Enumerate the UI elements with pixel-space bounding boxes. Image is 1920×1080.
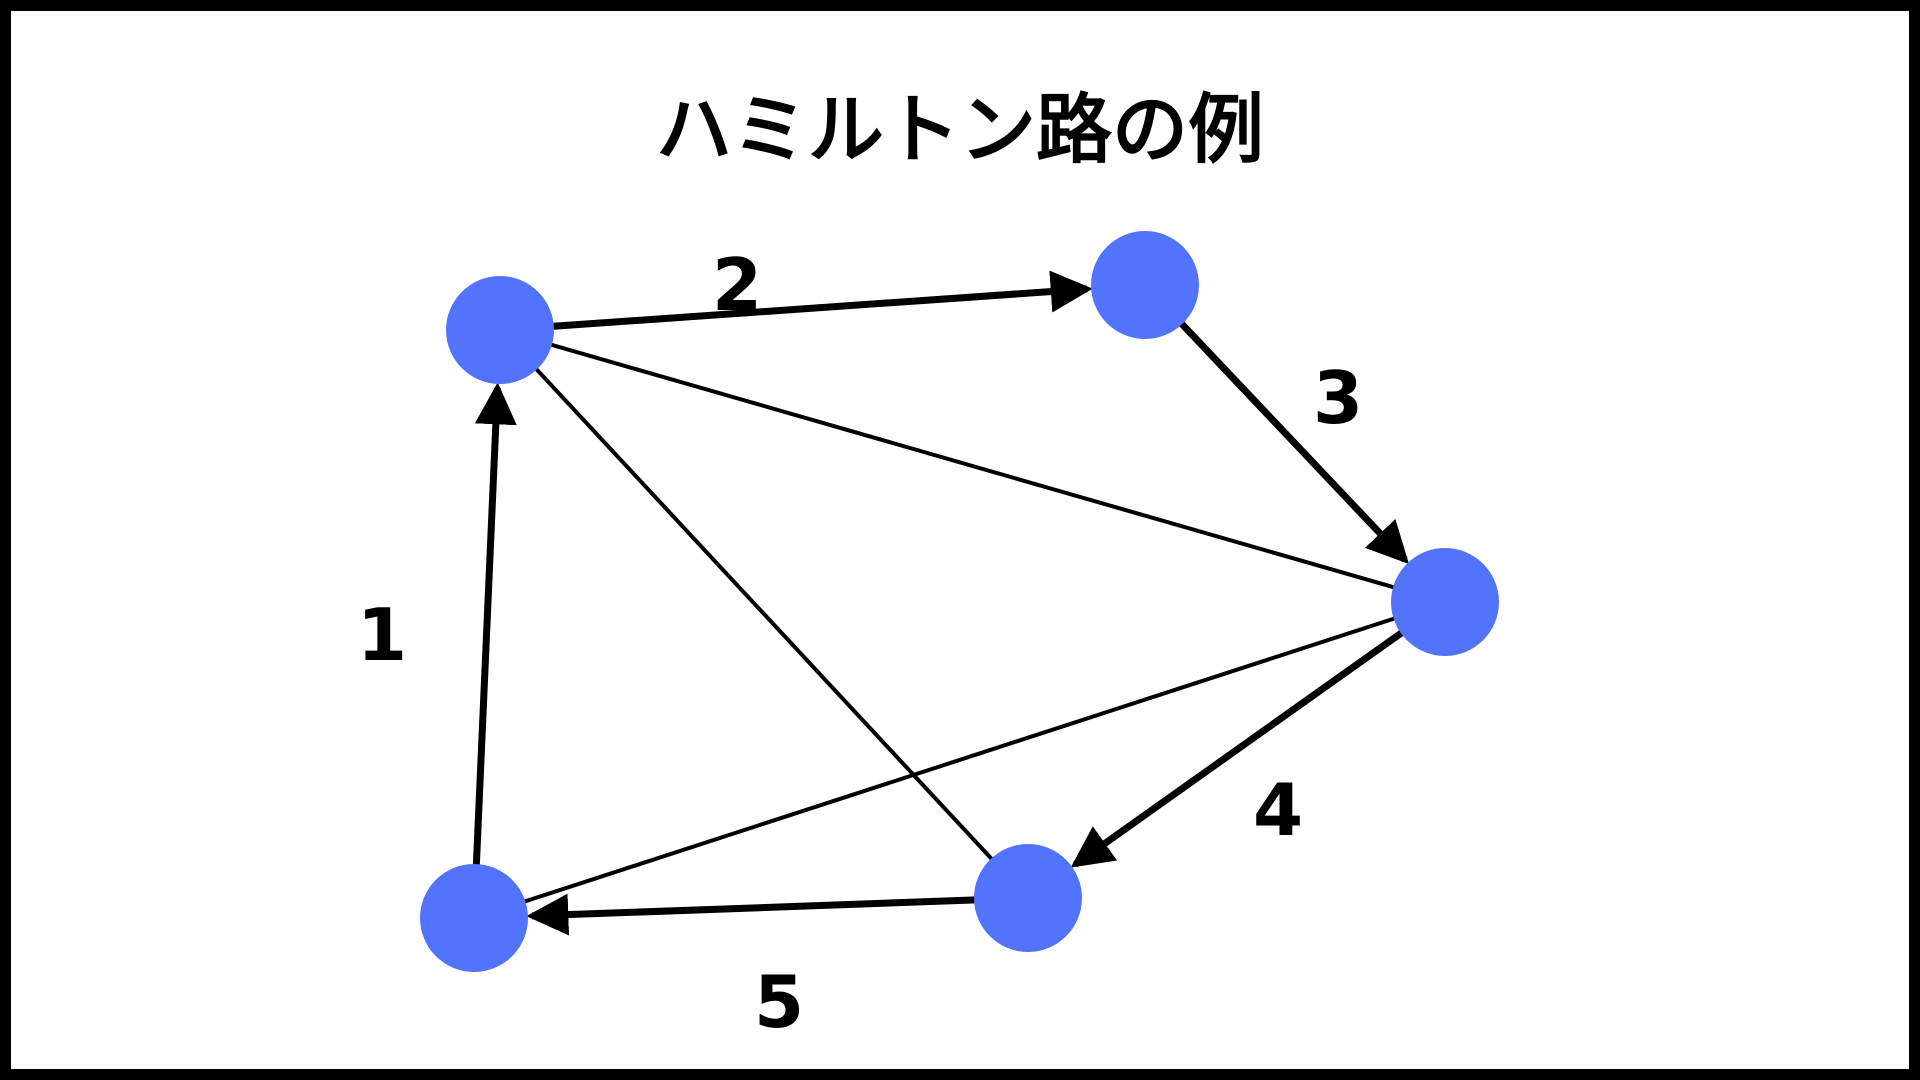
step-label-3: 3: [1313, 356, 1363, 440]
step-label-1: 1: [357, 593, 407, 677]
graph-node-C: [1391, 548, 1499, 656]
path-arrow-B-C: [1178, 320, 1409, 564]
path-arrow-E-A: [472, 382, 517, 867]
path-arrow-C-D: [1070, 629, 1405, 868]
step-label-5: 5: [754, 960, 804, 1044]
graph-node-E: [420, 864, 528, 972]
path-arrow-D-E: [526, 893, 977, 936]
graph-node-D: [974, 844, 1082, 952]
edge-C-E: [520, 615, 1399, 905]
step-label-4: 4: [1253, 768, 1303, 852]
step-labels-layer: 1 2 3 4 5: [357, 243, 1363, 1044]
step-label-2: 2: [712, 243, 762, 327]
edges-layer: [472, 270, 1409, 936]
path-arrow-A-B: [551, 270, 1093, 330]
nodes-layer: [420, 231, 1499, 972]
diagram-title: ハミルトン路の例: [656, 85, 1264, 174]
graph-node-A: [446, 276, 554, 384]
graph-node-B: [1091, 231, 1199, 339]
edge-A-C: [547, 341, 1398, 591]
edge-A-D: [532, 365, 996, 863]
